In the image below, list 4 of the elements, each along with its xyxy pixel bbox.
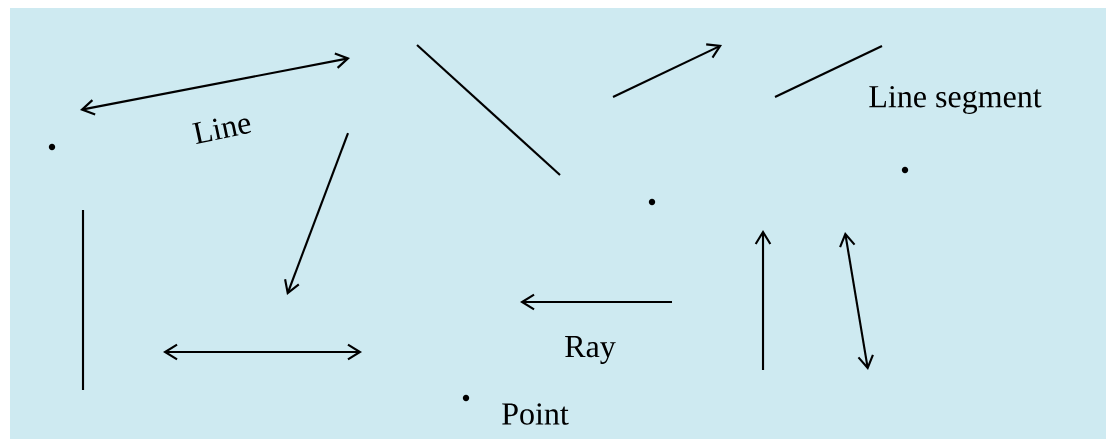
figure-label: Line segment — [869, 85, 1042, 115]
figure-label: Point — [502, 403, 569, 425]
figure-label: Ray — [565, 336, 616, 364]
figure-label: Line — [192, 118, 251, 145]
